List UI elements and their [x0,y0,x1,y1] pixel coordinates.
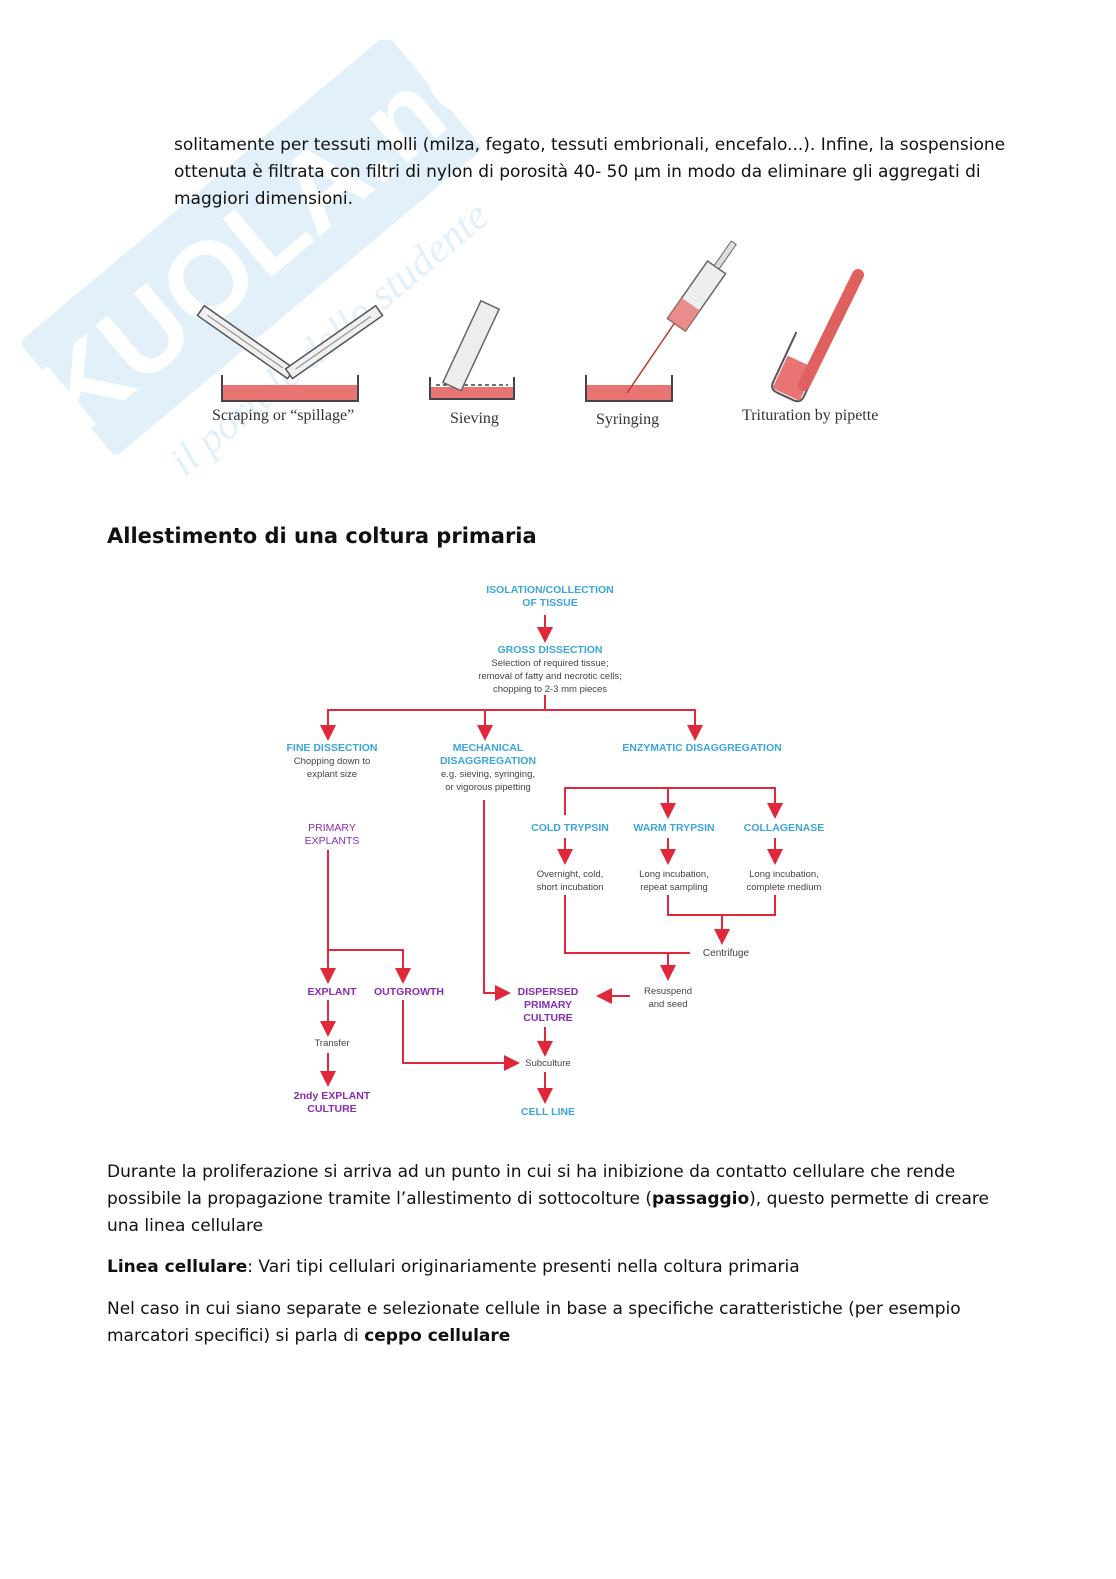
primary-explants-1: PRIMARY [308,822,356,834]
dispersed-label-1: DISPERSED [518,986,579,998]
fine-dissection-desc-1: Chopping down to [294,756,371,767]
warm-trypsin-desc-1: Long incubation, [639,869,709,880]
primary-explants-2: EXPLANTS [305,835,360,847]
technique-illustrations: Scraping or “spillage” Sieving Syringing… [190,225,910,445]
isolation-label-2: OF TISSUE [522,597,577,609]
gross-dissection-desc-3: chopping to 2-3 mm pieces [493,684,607,695]
technique-label-syringing: Syringing [596,411,660,428]
outgrowth-label: OUTGROWTH [374,986,444,998]
flowchart-labels: ISOLATION/COLLECTION OF TISSUE GROSS DIS… [286,584,824,1118]
second-explant-label-2: CULTURE [307,1103,356,1115]
intro-paragraph: solitamente per tessuti molli (milza, fe… [174,132,1014,213]
intro-line-3: maggiori dimensioni. [174,189,353,209]
trituration-illustration [771,269,864,403]
cell-line-definition-text: : Vari tipi cellulari originariamente pr… [247,1257,800,1277]
mechanical-title-2: DISAGGREGATION [440,755,536,767]
gross-dissection-desc-1: Selection of required tissue; [491,658,608,669]
gross-dissection-desc-2: removal of fatty and necrotic cells; [478,671,622,682]
technique-label-trituration: Trituration by pipette [742,407,879,424]
enzymatic-title: ENZYMATIC DISAGGREGATION [622,742,781,754]
transfer-label: Transfer [314,1038,349,1049]
dispersed-label-2: PRIMARY [524,999,572,1011]
proliferation-text-1: Durante la proliferazione si arriva ad u… [107,1162,956,1209]
passaggio-term: passaggio [651,1189,750,1209]
collagenase-desc-2: complete medium [747,882,822,893]
mechanical-desc-1: e.g. sieving, syringing, [441,769,535,780]
explant-label: EXPLANT [307,986,357,998]
warm-trypsin-desc-2: repeat sampling [640,882,708,893]
paragraph-cell-line-definition: Linea cellulare: Vari tipi cellulari ori… [107,1254,1007,1281]
cell-strain-term: ceppo cellulare [364,1326,511,1346]
paragraph-proliferation: Durante la proliferazione si arriva ad u… [107,1159,1007,1240]
scraping-illustration [196,304,384,402]
cold-trypsin-desc-2: short incubation [536,882,603,893]
fine-dissection-title: FINE DISSECTION [286,742,377,754]
technique-drawings [196,240,864,403]
fine-dissection-desc-2: explant size [307,769,357,780]
isolation-label-1: ISOLATION/COLLECTION [486,584,614,596]
centrifuge-label: Centrifuge [703,948,750,959]
intro-line-2: ottenuta è filtrata con filtri di nylon … [174,162,981,182]
sieving-illustration [429,299,515,400]
primary-culture-flowchart: ISOLATION/COLLECTION OF TISSUE GROSS DIS… [286,584,824,1118]
proliferation-text-2: ), questo permette di creare una linea c… [107,1189,989,1236]
collagenase-title: COLLAGENASE [744,822,825,834]
second-explant-label-1: 2ndy EXPLANT [294,1090,371,1102]
flowchart-arrows [320,615,783,1104]
collagenase-desc-1: Long incubation, [749,869,819,880]
mechanical-desc-2: or vigorous pipetting [445,782,531,793]
technique-label-scraping: Scraping or “spillage” [212,407,355,424]
subculture-label: Subculture [525,1058,570,1069]
paragraph-cell-strain: Nel caso in cui siano separate e selezio… [107,1296,967,1350]
cell-line-term: Linea cellulare [107,1257,248,1277]
cold-trypsin-desc-1: Overnight, cold, [537,869,604,880]
gross-dissection-title: GROSS DISSECTION [497,644,602,656]
resuspend-label-1: Resuspend [644,986,692,997]
cell-line-label: CELL LINE [521,1106,575,1118]
warm-trypsin-title: WARM TRYPSIN [633,822,714,834]
cell-strain-text: Nel caso in cui siano separate e selezio… [107,1299,961,1346]
dispersed-label-3: CULTURE [523,1012,572,1024]
section-heading: Allestimento di una coltura primaria [107,524,537,548]
intro-line-1: solitamente per tessuti molli (milza, fe… [174,135,1006,155]
mechanical-title-1: MECHANICAL [453,742,524,754]
syringing-illustration [585,240,737,402]
resuspend-label-2: and seed [648,999,687,1010]
cold-trypsin-title: COLD TRYPSIN [531,822,609,834]
technique-label-sieving: Sieving [450,410,499,427]
